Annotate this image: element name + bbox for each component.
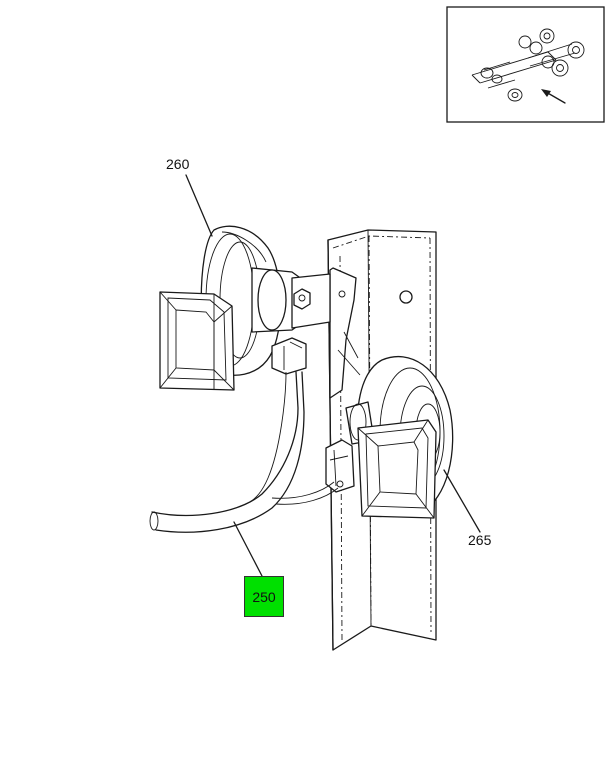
horn-lower xyxy=(325,355,454,519)
callout-265[interactable]: 265 xyxy=(468,532,492,548)
horn-upper xyxy=(159,225,331,391)
callout-250-highlight xyxy=(244,576,284,617)
leader-260 xyxy=(185,174,213,237)
wiring-harness xyxy=(149,371,339,533)
mounting-hole xyxy=(399,290,413,304)
locator-inset xyxy=(446,6,605,123)
leader-lines xyxy=(185,174,481,577)
callout-250-label: 250 xyxy=(252,588,276,605)
leader-265 xyxy=(443,469,481,533)
callout-260[interactable]: 260 xyxy=(166,156,190,172)
truck-chassis-thumbnail xyxy=(471,28,585,102)
leader-250 xyxy=(233,521,263,577)
callout-250[interactable]: 250 xyxy=(244,576,284,617)
location-arrow xyxy=(541,89,566,104)
